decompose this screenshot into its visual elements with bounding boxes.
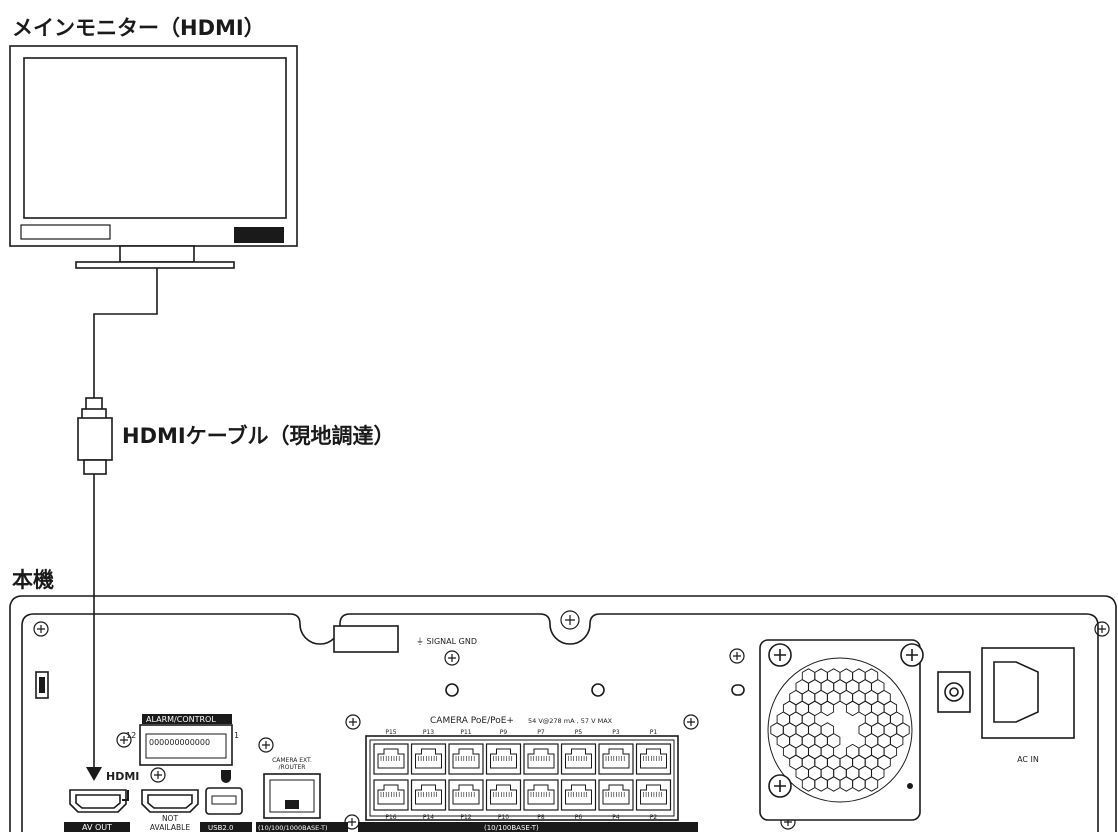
rj45-port [635,743,672,775]
signal-gnd-label: ⏚ SIGNAL GND [416,637,477,646]
rj45-port [635,779,672,811]
fan-grille [770,668,910,792]
port-label-bottom: P4 [612,814,620,821]
rear-panel [9,595,1117,832]
rj45-port [485,779,522,811]
port-label-top: P5 [575,729,583,736]
not-available-label-2: AVAILABLE [150,823,190,832]
port-label-top: P13 [423,729,434,736]
rj45-port [523,743,559,775]
port-label-top: P3 [612,729,620,736]
av-out-label: AV OUT [82,823,112,832]
port-label-top: P11 [460,729,471,736]
port-label-top: P1 [650,729,658,736]
screw-icon [150,767,166,783]
eth-poe-label: (10/100BASE-T) [484,824,539,832]
rj45-port [410,743,447,775]
monitor-illustration [9,45,298,269]
rj45-port [448,779,484,811]
unit-heading: 本機 [12,568,54,592]
port-label-bottom: P14 [423,814,434,821]
cable-heading: HDMIケーブル（現地調達） [122,424,395,448]
port-label-bottom: P12 [460,814,471,821]
camera-poe-label: CAMERA PoE/PoE+ [430,716,514,726]
rj45-port [373,779,409,811]
rj45-port [523,779,559,811]
rj45-port [448,743,484,775]
camera-ext-label-1: CAMERA EXT. [272,757,312,764]
monitor-heading: メインモニター（HDMI） [12,16,265,40]
av-out-label-bar [64,822,130,832]
ac-in-label: AC IN [1017,755,1039,764]
alarm-pin-right: 1 [234,731,239,740]
fan-hex-cell [820,700,835,717]
hdmi-logo: HDMI [106,770,139,783]
port-label-top: P7 [537,729,545,736]
alarm-control-label: ALARM/CONTROL [146,715,216,724]
port-label-bottom: P10 [498,814,509,821]
poe-spec-label: 54 V@278 mA , 57 V MAX [528,717,613,725]
poe-port-block [373,743,672,811]
port-label-top: P9 [500,729,508,736]
rj45-port [598,779,634,811]
rj45-port [560,779,597,811]
port-label-bottom: P6 [575,814,583,821]
rj45-port [485,743,522,775]
not-available-label-1: NOT [162,814,179,823]
camera-ext-label-2: /ROUTER [279,764,306,771]
port-label-bottom: P16 [385,814,396,821]
alarm-pin-left: 12 [126,731,136,740]
fan-hex-cell [864,776,879,792]
usb-label: USB2.0 [208,824,234,832]
rj45-port [598,743,634,775]
rj45-port [373,743,409,775]
eth-gigabit-label: (10/100/1000BASE-T) [258,824,328,832]
rj45-port [560,743,597,775]
port-label-bottom: P8 [537,814,545,821]
hdmi-cable-illustration [77,268,158,770]
rj45-port [410,779,447,811]
port-label-bottom: P2 [650,814,658,821]
alarm-terminal-digits: 000000000000 [149,738,210,747]
hdmi-arrow-icon [86,767,102,781]
port-label-top: P15 [385,729,396,736]
